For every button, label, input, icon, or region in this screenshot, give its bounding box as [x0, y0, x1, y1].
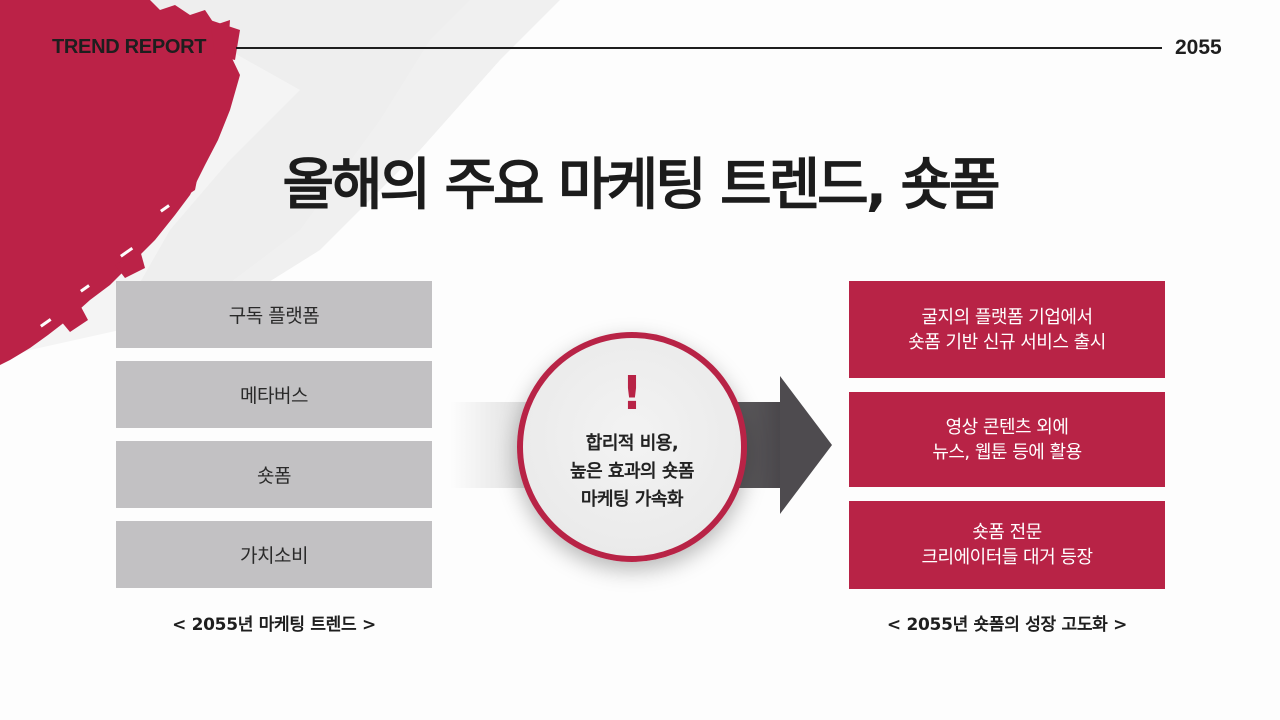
growth-item: 숏폼 전문 크리에이터들 대거 등장 — [849, 501, 1165, 589]
exclamation-icon: ! — [621, 366, 643, 420]
growth-item: 굴지의 플랫폼 기업에서 숏폼 기반 신규 서비스 출시 — [849, 281, 1165, 378]
right-caption: < 2055년 숏폼의 성장 고도화 > — [886, 615, 1128, 635]
trend-item: 가치소비 — [116, 521, 432, 588]
growth-item: 영상 콘텐츠 외에 뉴스, 웹툰 등에 활용 — [849, 392, 1165, 487]
center-message: 합리적 비용, 높은 효과의 숏폼 마케팅 가속화 — [570, 433, 694, 510]
trend-item: 숏폼 — [116, 441, 432, 508]
report-label: TREND REPORT — [52, 36, 207, 58]
trend-list: 구독 플랫폼 메타버스 숏폼 가치소비 — [116, 281, 432, 601]
growth-list: 굴지의 플랫폼 기업에서 숏폼 기반 신규 서비스 출시 영상 콘텐츠 외에 뉴… — [849, 281, 1165, 603]
center-highlight-circle: ! 합리적 비용, 높은 효과의 숏폼 마케팅 가속화 — [517, 332, 747, 562]
trend-item: 구독 플랫폼 — [116, 281, 432, 348]
arrow-head-icon — [780, 376, 832, 514]
header-divider — [236, 47, 1162, 49]
trend-item: 메타버스 — [116, 361, 432, 428]
left-caption: < 2055년 마케팅 트렌드 > — [172, 615, 376, 635]
page-title: 올해의 주요 마케팅 트렌드, 숏폼 — [282, 153, 1000, 218]
report-year: 2055 — [1175, 36, 1222, 59]
